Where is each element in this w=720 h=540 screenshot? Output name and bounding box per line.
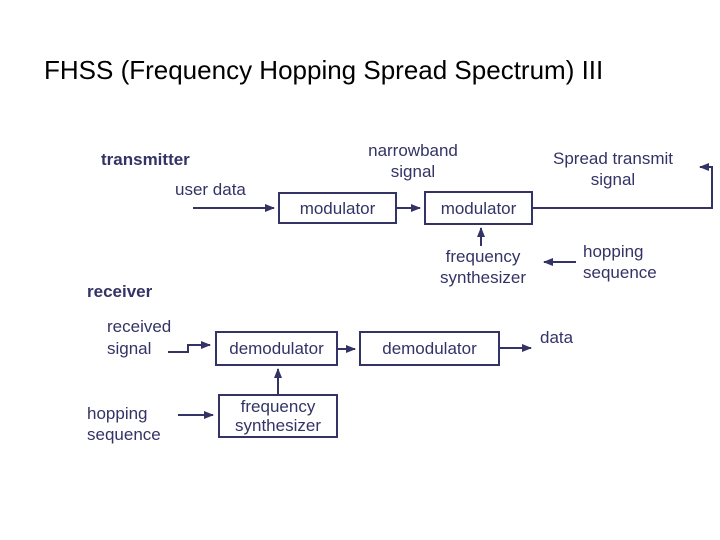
receiver-section-label: receiver: [87, 282, 153, 301]
slide-title: FHSS (Frequency Hopping Spread Spectrum)…: [44, 55, 604, 85]
transmitter-section-label: transmitter: [101, 150, 190, 169]
arrow-received-signal-to-demodulator1: [168, 341, 211, 353]
demodulator2-box: demodulator: [359, 331, 500, 366]
frequency-synthesizer-box-rx: frequency synthesizer: [218, 394, 338, 438]
data-output-label: data: [540, 328, 574, 347]
narrowband-signal-label: narrowband signal: [368, 141, 458, 181]
modulator1-box: modulator: [278, 192, 397, 224]
demodulator1-box: demodulator: [215, 331, 338, 366]
hopping-sequence-label-tx: hopping sequence: [583, 242, 657, 282]
hopping-sequence-label-rx: hopping sequence: [87, 404, 161, 444]
spread-transmit-signal-label: Spread transmit signal: [553, 149, 673, 189]
user-data-label: user data: [175, 180, 246, 199]
frequency-synthesizer-label-tx: frequency synthesizer: [440, 247, 526, 287]
modulator2-box: modulator: [424, 191, 533, 225]
received-signal-label: received signal: [107, 317, 172, 358]
